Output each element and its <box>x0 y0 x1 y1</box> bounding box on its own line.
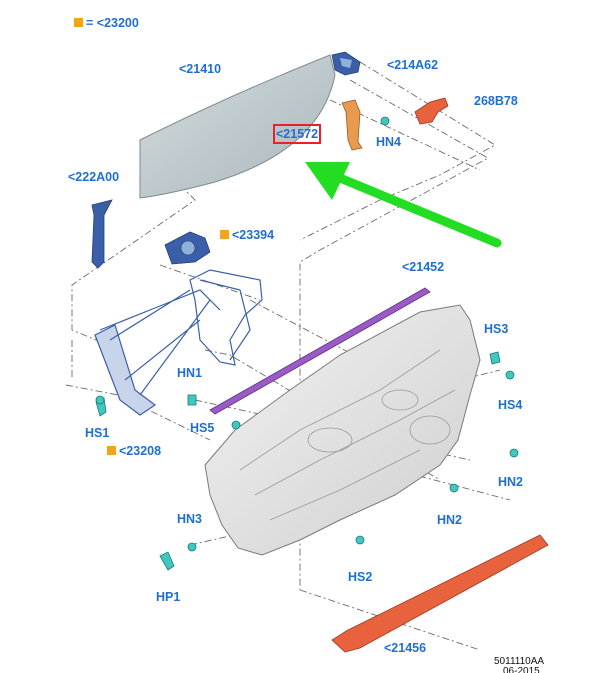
window-motor <box>164 231 211 265</box>
lower-door-seal <box>331 534 549 653</box>
label-hp1: HP1 <box>156 590 181 604</box>
orange-square-icon <box>220 230 229 239</box>
label-21452: <21452 <box>402 260 445 274</box>
door-glass <box>139 54 336 199</box>
orange-bracket <box>414 97 449 125</box>
label-23208: <23208 <box>107 444 161 458</box>
glass-run-bracket <box>331 51 361 76</box>
pin-hp1 <box>159 551 175 571</box>
label-268B78: 268B78 <box>474 94 518 108</box>
label-hn4: HN4 <box>376 135 402 149</box>
label-21572: <21572 <box>272 124 322 144</box>
screw-hs3 <box>489 351 501 365</box>
label-hs1: HS1 <box>85 426 110 440</box>
door-panel-details <box>239 349 456 521</box>
screw-hs4 <box>505 370 515 380</box>
screw-hs2 <box>355 535 365 545</box>
window-regulator <box>94 269 263 416</box>
reference-code: 5011110AA <box>494 656 545 667</box>
label-hs4: HS4 <box>498 398 523 412</box>
label-hn2-b: HN2 <box>437 513 463 527</box>
nut-hn1 <box>187 394 197 406</box>
label-222A00: <222A00 <box>68 170 120 184</box>
nut-hn3 <box>187 542 197 552</box>
label-23394: <23394 <box>220 228 274 242</box>
legend-23200: = <23200 <box>74 16 139 30</box>
date-code: 06-2015 <box>503 666 540 673</box>
label-21456: <21456 <box>384 641 427 655</box>
label-hn2-a: HN2 <box>498 475 524 489</box>
label-21410: <21410 <box>179 62 222 76</box>
nut-hn2-a <box>509 448 519 458</box>
fasteners <box>95 351 519 571</box>
rear-run-channel <box>91 199 113 269</box>
orange-square-icon <box>74 18 83 27</box>
screw-hs5 <box>231 420 241 430</box>
nut-hn4 <box>380 116 390 126</box>
label-hs2: HS2 <box>348 570 373 584</box>
label-hs5: HS5 <box>190 421 215 435</box>
green-pointer-arrow <box>305 162 502 248</box>
orange-square-icon <box>107 446 116 455</box>
label-214A62: <214A62 <box>387 58 439 72</box>
label-hn1: HN1 <box>177 366 203 380</box>
belt-weatherstrip <box>209 287 431 415</box>
label-hn3: HN3 <box>177 512 203 526</box>
label-hs3: HS3 <box>484 322 509 336</box>
glass-channel-orange <box>341 99 363 151</box>
nut-hn2-b <box>449 483 459 493</box>
